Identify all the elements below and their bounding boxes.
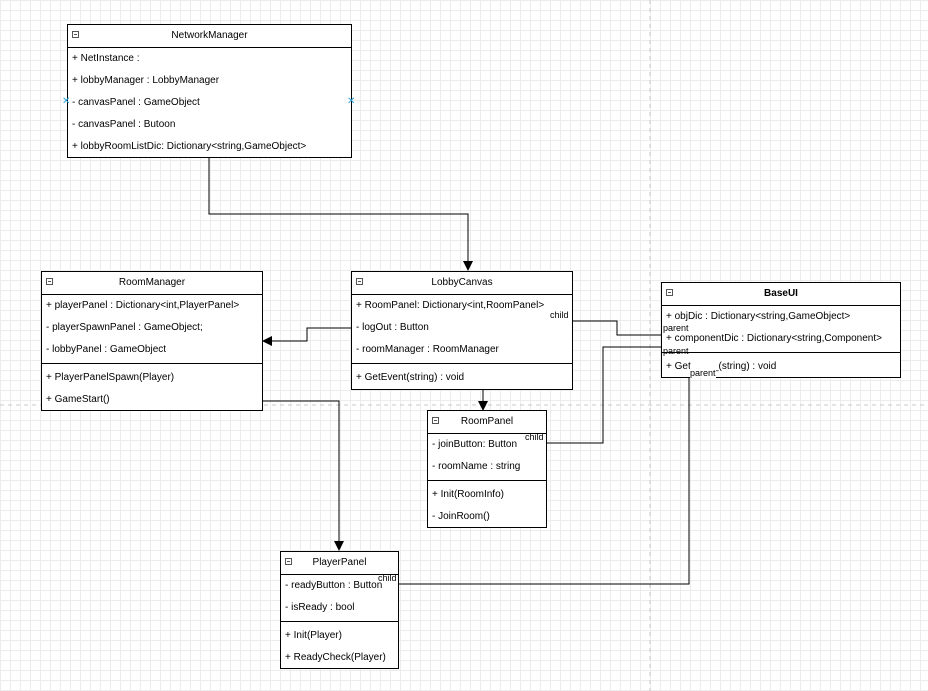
class-roompanel[interactable]: RoomPanel - joinButton: Button - roomNam…	[427, 410, 547, 528]
edge-label-parent: parent	[690, 368, 716, 378]
edge-roompanel-to-baseui[interactable]	[546, 346, 661, 444]
attribute-list: + RoomPanel: Dictionary<int,RoomPanel> -…	[352, 295, 572, 361]
attribute-list: + NetInstance : + lobbyManager : LobbyMa…	[68, 48, 351, 158]
method-list: + Get_____(string) : void	[662, 356, 900, 378]
attribute-row[interactable]: - readyButton : Button	[285, 580, 383, 591]
attribute-row[interactable]: + RoomPanel: Dictionary<int,RoomPanel>	[356, 300, 545, 311]
method-row[interactable]: - JoinRoom()	[432, 511, 490, 522]
method-row[interactable]: + Get_____(string) : void	[666, 361, 777, 372]
edge-networkmanager-to-lobbycanvas[interactable]	[208, 157, 473, 271]
method-row[interactable]: + Init(RoomInfo)	[432, 489, 504, 500]
attribute-row[interactable]: - joinButton: Button	[432, 439, 518, 450]
method-list: + Init(RoomInfo) - JoinRoom()	[428, 484, 546, 528]
edge-label-child: child	[525, 432, 544, 442]
class-networkmanager[interactable]: NetworkManager + NetInstance : + lobbyMa…	[67, 24, 352, 158]
attribute-row[interactable]: - canvasPanel : Butoon	[72, 119, 176, 130]
collapse-icon[interactable]	[356, 278, 363, 285]
attribute-list: + playerPanel : Dictionary<int,PlayerPan…	[42, 295, 262, 361]
section-divider	[352, 363, 572, 364]
section-divider	[281, 621, 398, 622]
class-header: RoomPanel	[428, 411, 546, 434]
class-baseui[interactable]: BaseUI + objDic : Dictionary<string,Game…	[661, 282, 901, 378]
attribute-list: - readyButton : Button - isReady : bool	[281, 575, 398, 619]
attribute-row[interactable]: - playerSpawnPanel : GameObject;	[46, 322, 203, 333]
attribute-list: - joinButton: Button - roomName : string	[428, 434, 546, 478]
class-header: LobbyCanvas	[352, 272, 572, 295]
collapse-icon[interactable]	[666, 289, 673, 296]
class-roommanager[interactable]: RoomManager + playerPanel : Dictionary<i…	[41, 271, 263, 411]
collapse-icon[interactable]	[432, 417, 439, 424]
class-header: BaseUI	[662, 283, 900, 306]
method-row[interactable]: + PlayerPanelSpawn(Player)	[46, 372, 175, 383]
edge-label-parent: parent	[663, 346, 689, 356]
section-divider	[662, 352, 900, 353]
selection-handle-icon[interactable]: ✕	[62, 96, 71, 107]
class-lobbycanvas[interactable]: LobbyCanvas + RoomPanel: Dictionary<int,…	[351, 271, 573, 390]
edge-roommanager-to-playerpanel[interactable]	[263, 400, 344, 551]
edge-playerpanel-to-baseui[interactable]	[398, 377, 690, 585]
class-name: RoomPanel	[460, 416, 514, 427]
class-header: RoomManager	[42, 272, 262, 295]
edge-label-parent: parent	[663, 323, 689, 333]
edge-label-child: child	[550, 310, 569, 320]
method-list: + Init(Player) + ReadyCheck(Player)	[281, 625, 398, 669]
attribute-row[interactable]: - isReady : bool	[285, 602, 355, 613]
method-row[interactable]: + ReadyCheck(Player)	[285, 652, 386, 663]
attribute-row[interactable]: + NetInstance :	[72, 53, 140, 64]
class-header: PlayerPanel	[281, 552, 398, 575]
attribute-list: + objDic : Dictionary<string,GameObject>…	[662, 306, 900, 350]
attribute-row[interactable]: + componentDic : Dictionary<string,Compo…	[666, 333, 882, 344]
edge-lobbycanvas-to-roommanager[interactable]	[262, 327, 351, 346]
class-playerpanel[interactable]: PlayerPanel - readyButton : Button - isR…	[280, 551, 399, 669]
edge-lobbycanvas-to-baseui[interactable]	[572, 320, 661, 336]
method-list: + GetEvent(string) : void	[352, 367, 572, 389]
collapse-icon[interactable]	[285, 558, 292, 565]
method-list: + PlayerPanelSpawn(Player) + GameStart()	[42, 367, 262, 411]
attribute-row[interactable]: + playerPanel : Dictionary<int,PlayerPan…	[46, 300, 240, 311]
attribute-row[interactable]: - canvasPanel : GameObject	[72, 97, 200, 108]
method-row[interactable]: + Init(Player)	[285, 630, 342, 641]
attribute-row[interactable]: - roomManager : RoomManager	[356, 344, 499, 355]
class-name: LobbyCanvas	[431, 277, 493, 288]
collapse-icon[interactable]	[46, 278, 53, 285]
method-row[interactable]: + GetEvent(string) : void	[356, 372, 465, 383]
section-divider	[42, 363, 262, 364]
class-name: RoomManager	[118, 277, 186, 288]
class-name: BaseUI	[764, 288, 798, 299]
class-name: NetworkManager	[171, 30, 248, 41]
attribute-row[interactable]: - lobbyPanel : GameObject	[46, 344, 167, 355]
attribute-row[interactable]: - roomName : string	[432, 461, 521, 472]
collapse-icon[interactable]	[72, 31, 79, 38]
section-divider	[428, 480, 546, 481]
selection-handle-icon[interactable]: ✕	[347, 96, 356, 107]
attribute-row[interactable]: - logOut : Button	[356, 322, 429, 333]
class-header: NetworkManager	[68, 25, 351, 48]
attribute-row[interactable]: + objDic : Dictionary<string,GameObject>	[666, 311, 851, 322]
edge-label-child: child	[378, 573, 397, 583]
attribute-row[interactable]: + lobbyRoomListDic: Dictionary<string,Ga…	[72, 141, 307, 152]
attribute-row[interactable]: + lobbyManager : LobbyManager	[72, 75, 220, 86]
method-row[interactable]: + GameStart()	[46, 394, 110, 405]
class-name: PlayerPanel	[312, 557, 367, 568]
